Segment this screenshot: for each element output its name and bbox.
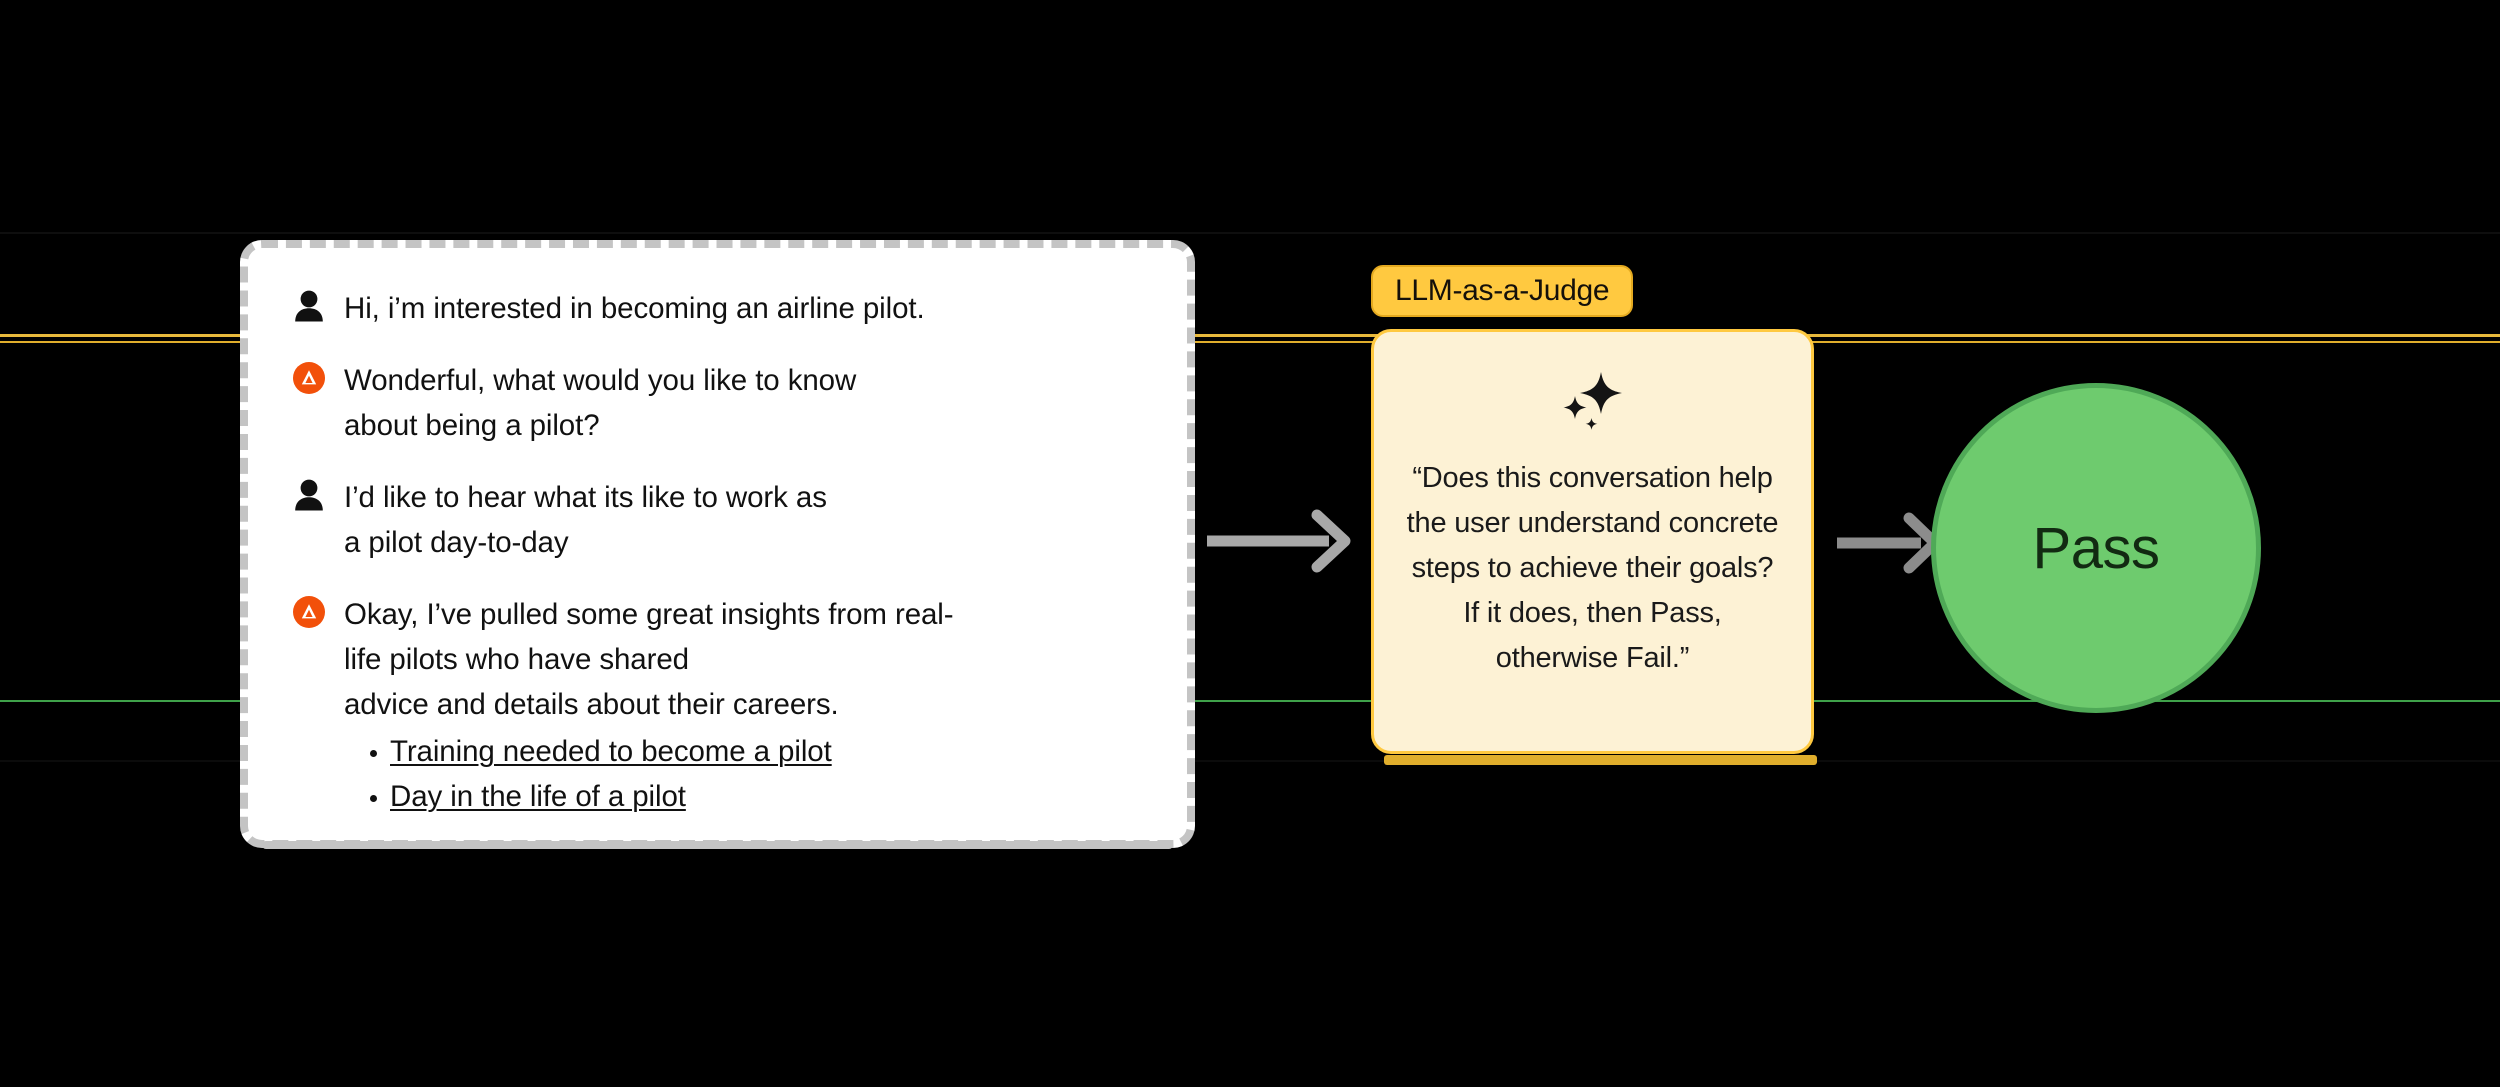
- message-line: Wonderful, what would you like to know: [344, 364, 857, 397]
- user-person-icon: [292, 478, 326, 512]
- claude-triangle-icon: [292, 361, 326, 395]
- sparkle-icon: [1557, 370, 1629, 430]
- judge-badge-label: LLM-as-a-Judge: [1395, 274, 1610, 307]
- message-text: I’d like to hear what its like to work a…: [344, 475, 827, 565]
- message-text: Wonderful, what would you like to know a…: [344, 358, 856, 448]
- message-line: life pilots who have shared: [344, 643, 689, 676]
- list-item[interactable]: Training needed to become a pilot: [370, 729, 954, 774]
- judge-prompt-card: “Does this conversation help the user un…: [1371, 329, 1817, 765]
- message-line: about being a pilot?: [344, 409, 600, 442]
- conversation-card: Hi, i’m interested in becoming an airlin…: [240, 240, 1195, 849]
- message-text: Okay, I’ve pulled some great insights fr…: [344, 592, 954, 819]
- claude-triangle-icon: [292, 595, 326, 629]
- message-line: I’d like to hear what its like to work a…: [344, 481, 827, 514]
- judge-prompt-text: “Does this conversation help the user un…: [1406, 462, 1779, 674]
- guide-line-top-dim: [0, 232, 2500, 234]
- conversation-message-assistant-1: Wonderful, what would you like to know a…: [292, 358, 1147, 448]
- verdict-label: Pass: [2032, 515, 2160, 581]
- suggested-link-training[interactable]: Training needed to become a pilot: [390, 735, 832, 768]
- message-line: Hi, i’m interested in becoming an airlin…: [344, 292, 925, 325]
- conversation-card-shadow: [262, 841, 1173, 849]
- suggested-links-list: Training needed to become a pilot Day in…: [344, 729, 954, 819]
- suggested-link-day-in-life[interactable]: Day in the life of a pilot: [390, 780, 686, 813]
- conversation-message-assistant-2: Okay, I’ve pulled some great insights fr…: [292, 592, 1147, 819]
- list-item[interactable]: Day in the life of a pilot: [370, 774, 954, 819]
- message-line: a pilot day-to-day: [344, 526, 569, 559]
- conversation-message-user-1: Hi, i’m interested in becoming an airlin…: [292, 286, 1147, 331]
- judge-card-shadow: [1384, 755, 1817, 765]
- message-text: Hi, i’m interested in becoming an airlin…: [344, 286, 925, 331]
- arrow-right-icon-card-to-judge: [1205, 505, 1355, 582]
- user-person-icon: [292, 289, 326, 323]
- llm-as-a-judge-badge[interactable]: LLM-as-a-Judge: [1371, 265, 1634, 317]
- message-line: advice and details about their careers.: [344, 688, 839, 721]
- verdict-pass-circle: Pass: [1931, 383, 2261, 713]
- conversation-message-user-2: I’d like to hear what its like to work a…: [292, 475, 1147, 565]
- message-line: Okay, I’ve pulled some great insights fr…: [344, 598, 954, 631]
- arrow-right-icon-judge-to-pass: [1835, 508, 1945, 583]
